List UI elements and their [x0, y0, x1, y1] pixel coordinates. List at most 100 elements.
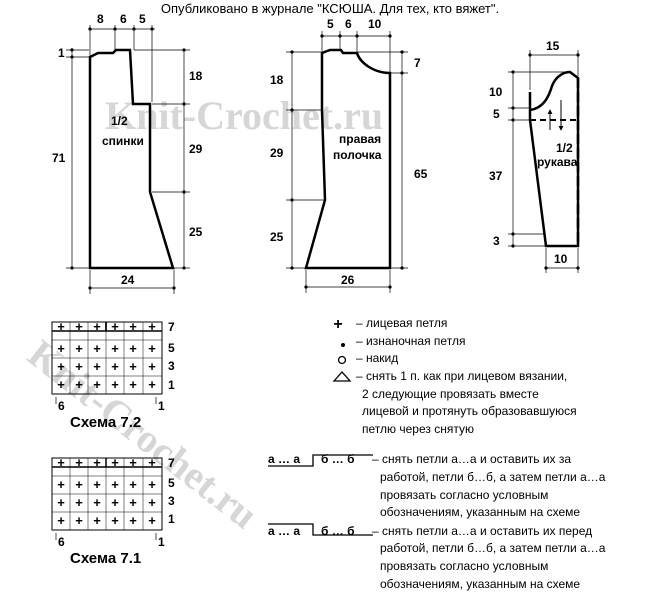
- svg-text:+: +: [93, 495, 101, 510]
- svg-text:+: +: [57, 377, 65, 392]
- legend-decrease-4: петлю через снятую: [362, 422, 474, 436]
- watermark: Knit-Crochet.ru: [105, 93, 384, 138]
- svg-text:+: +: [93, 359, 101, 374]
- svg-text:+: +: [75, 319, 83, 334]
- schema-7-2-grid: ++++++ ++++++ ++++++ ++++++: [51, 319, 163, 404]
- front-piece: 5 6 10 18 29 25 7 65 26 правая полочка: [270, 17, 428, 293]
- cable2-desc-3: провязать согласно условным: [380, 559, 549, 573]
- cable1-a-label: а … а: [268, 452, 301, 466]
- schema2-row-1: 1: [168, 378, 175, 392]
- svg-text:+: +: [57, 359, 65, 374]
- sleeve-label-line1: 1/2: [556, 141, 573, 155]
- schema-7-1-grid: ++++++ ++++++ ++++++ ++++++: [51, 455, 163, 540]
- svg-text:+: +: [57, 455, 65, 470]
- svg-text:+: +: [57, 319, 65, 334]
- svg-text:+: +: [93, 377, 101, 392]
- sleeve-dim-bottom: 10: [554, 252, 568, 266]
- schema2-row-3: 3: [168, 359, 175, 373]
- svg-text:+: +: [57, 495, 65, 510]
- back-label-line1: 1/2: [111, 114, 128, 128]
- front-dim-left-3: 25: [270, 230, 284, 244]
- svg-text:+: +: [75, 359, 83, 374]
- svg-text:+: +: [148, 359, 156, 374]
- cable1-b-label: б … б: [321, 452, 355, 466]
- svg-text:+: +: [111, 377, 119, 392]
- svg-text:+: +: [111, 477, 119, 492]
- back-dim-top-3: 5: [139, 12, 146, 26]
- svg-text:+: +: [75, 477, 83, 492]
- svg-text:+: +: [93, 513, 101, 528]
- svg-text:+: +: [93, 455, 101, 470]
- svg-text:+: +: [148, 513, 156, 528]
- legend-purl: – изнаночная петля: [356, 334, 466, 348]
- back-dim-right-1: 18: [189, 69, 203, 83]
- svg-text:+: +: [333, 316, 342, 333]
- schema1-row-7: 7: [168, 456, 175, 470]
- legend-symbols: +: [268, 316, 373, 536]
- svg-text:+: +: [129, 495, 137, 510]
- svg-text:+: +: [129, 319, 137, 334]
- svg-text:+: +: [129, 455, 137, 470]
- schema1-row-3: 3: [168, 494, 175, 508]
- schema1-row-5: 5: [168, 476, 175, 490]
- cable1-desc-2: работой, петли б…б, а затем петли а…а: [380, 470, 606, 484]
- cable1-desc-3: провязать согласно условным: [380, 488, 549, 502]
- svg-text:+: +: [111, 319, 119, 334]
- back-dim-top-2: 6: [120, 12, 127, 26]
- legend-yarnover: – накид: [356, 351, 399, 365]
- svg-text:+: +: [93, 477, 101, 492]
- svg-text:+: +: [148, 495, 156, 510]
- cable1-desc-1: – снять петли а…а и оставить их за: [372, 452, 572, 466]
- svg-text:+: +: [148, 455, 156, 470]
- sleeve-dim-left-2: 5: [493, 107, 500, 121]
- sleeve-dim-left-3: 37: [489, 169, 503, 183]
- cable1-desc-4: обозначениям, указанным на схеме: [380, 505, 581, 519]
- svg-text:+: +: [129, 477, 137, 492]
- sleeve-dim-left-1: 10: [489, 85, 503, 99]
- back-dim-left-2: 71: [52, 151, 66, 165]
- svg-text:+: +: [57, 477, 65, 492]
- sleeve-dim-left-4: 3: [493, 234, 500, 248]
- back-dim-right-3: 25: [189, 225, 203, 239]
- svg-text:+: +: [148, 477, 156, 492]
- schema-7-1-title: Схема 7.1: [70, 550, 142, 567]
- schema2-col-left: 6: [58, 399, 65, 413]
- svg-text:+: +: [129, 377, 137, 392]
- svg-text:+: +: [93, 341, 101, 356]
- front-dim-right-1: 7: [414, 56, 421, 70]
- cable2-b-label: б … б: [321, 524, 355, 538]
- schema1-col-right: 1: [158, 535, 165, 549]
- svg-text:+: +: [75, 455, 83, 470]
- sleeve-dim-top: 15: [546, 39, 560, 53]
- front-dim-top-1: 5: [327, 17, 334, 31]
- page-header: Опубликовано в журнале "КСЮША. Для тех, …: [160, 1, 500, 16]
- back-piece: 8 6 5 1 71 18 29 25 24 1/2 спинки: [52, 12, 203, 294]
- schema-7-2-title: Схема 7.2: [70, 414, 142, 431]
- svg-text:+: +: [148, 377, 156, 392]
- schema1-row-1: 1: [168, 512, 175, 526]
- front-label-line2: полочка: [333, 148, 382, 162]
- svg-text:+: +: [75, 513, 83, 528]
- schema2-row-5: 5: [168, 341, 175, 355]
- svg-text:+: +: [75, 377, 83, 392]
- cable2-desc-1: – снять петли а…а и оставить их перед: [372, 524, 593, 538]
- schema2-col-right: 1: [158, 399, 165, 413]
- legend-knit: – лицевая петля: [356, 316, 448, 330]
- schema1-col-left: 6: [58, 535, 65, 549]
- front-dim-top-3: 10: [368, 17, 382, 31]
- svg-text:+: +: [75, 495, 83, 510]
- legend-decrease-1: – снять 1 п. как при лицевом вязании,: [356, 369, 568, 383]
- svg-text:+: +: [111, 341, 119, 356]
- front-dim-left-1: 18: [270, 73, 284, 87]
- svg-text:+: +: [129, 341, 137, 356]
- front-dim-right-2: 65: [414, 167, 428, 181]
- legend-decrease-3: лицевой и протянуть образовавшуюся: [362, 404, 577, 418]
- svg-text:+: +: [148, 341, 156, 356]
- sleeve-label-line2: рукава: [537, 155, 578, 169]
- svg-text:+: +: [111, 359, 119, 374]
- schema2-row-7: 7: [168, 320, 175, 334]
- cable2-desc-2: работой, петли б…б, а затем петли а…а: [380, 541, 606, 555]
- back-dim-left-1: 1: [58, 46, 65, 60]
- cable2-a-label: а … а: [268, 524, 301, 538]
